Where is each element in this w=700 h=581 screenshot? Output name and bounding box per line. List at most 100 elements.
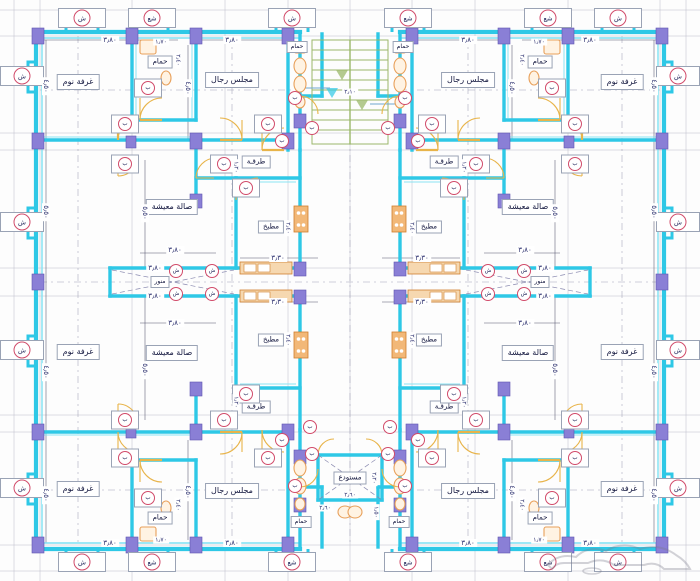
room-label: مطبخ — [415, 220, 443, 234]
window-tag[interactable]: ش — [13, 341, 31, 359]
room-label: غرفة نوم — [56, 481, 100, 497]
window-tag[interactable]: ش — [169, 264, 183, 278]
room-label: حمام — [290, 516, 312, 528]
door-tag[interactable]: ب — [425, 117, 439, 131]
door-tag[interactable]: ب — [568, 117, 582, 131]
kitchen-fixtures — [239, 205, 461, 359]
door-tag[interactable]: ب — [545, 81, 559, 95]
door-tag[interactable]: ب — [305, 447, 319, 461]
window-tag[interactable]: ش — [169, 287, 183, 301]
window-tag[interactable]: ش — [481, 287, 495, 301]
window-tag[interactable]: ش — [205, 287, 219, 301]
door-tag[interactable]: ب — [275, 134, 289, 148]
dimension-text: ٤٫٥٠ — [184, 79, 192, 97]
door-tag[interactable]: ب — [568, 157, 582, 171]
dimension-text: ٣٫٨٠ — [146, 264, 164, 272]
door-tag[interactable]: ب — [398, 479, 412, 493]
dimension-text: ٤٫٥٠ — [650, 363, 658, 381]
window-tag[interactable]: ش — [481, 264, 495, 278]
door-tag[interactable]: ب — [288, 91, 302, 105]
door-tag[interactable]: ب — [469, 157, 483, 171]
door-tag[interactable]: ب — [217, 157, 231, 171]
room-label: حمام — [147, 511, 173, 525]
dimension-text: ٣٫٨٠ — [101, 36, 119, 44]
door-tag[interactable]: ب — [425, 451, 439, 465]
dimension-text: ٤٫٥٠ — [42, 486, 50, 504]
dimension-text: ١٫٧٠ — [531, 536, 547, 544]
window-tag[interactable]: شع — [283, 553, 301, 571]
door-tag[interactable]: ب — [568, 413, 582, 427]
dimension-text: ٣٫٨٠ — [223, 539, 241, 547]
window-tag[interactable]: ش — [13, 479, 31, 497]
door-tag[interactable]: ب — [447, 387, 461, 401]
door-tag[interactable]: ب — [545, 491, 559, 505]
door-tag[interactable]: ب — [239, 387, 253, 401]
door-tag[interactable]: ب — [275, 433, 289, 447]
door-tag[interactable]: ب — [118, 413, 132, 427]
door-tag[interactable]: ب — [411, 134, 425, 148]
room-label: طرقـة — [429, 155, 459, 169]
dimension-text: ٥٫٥٠ — [141, 204, 149, 222]
window-tag[interactable]: شع — [399, 553, 417, 571]
window-tag[interactable]: ش — [669, 341, 687, 359]
room-label: طرقـة — [241, 155, 271, 169]
dimension-text: ٢٫٤٠ — [408, 220, 416, 236]
window-tag[interactable]: ش — [517, 287, 531, 301]
door-tag[interactable]: ب — [469, 413, 483, 427]
dimension-text: ٤٫٥٠ — [650, 77, 658, 95]
door-tag[interactable]: ب — [217, 413, 231, 427]
door-tag[interactable]: ب — [568, 451, 582, 465]
window-tag[interactable]: شع — [539, 9, 557, 27]
room-label: حمام — [147, 55, 173, 69]
window-tag[interactable]: ش — [73, 553, 91, 571]
window-tag[interactable]: ش — [609, 9, 627, 27]
door-tag[interactable]: ب — [141, 491, 155, 505]
door-tag[interactable]: ب — [398, 91, 412, 105]
door-tag[interactable]: ب — [447, 181, 461, 195]
door-tag[interactable]: ب — [118, 451, 132, 465]
window-tag[interactable]: ش — [517, 264, 531, 278]
room-label: مجلس رجال — [441, 483, 495, 499]
room-label: منور — [150, 276, 170, 288]
door-tag[interactable]: ب — [118, 157, 132, 171]
door-tag[interactable]: ب — [381, 447, 395, 461]
window-tag[interactable]: شع — [539, 553, 557, 571]
door-tag[interactable]: ب — [239, 181, 253, 195]
window-tag[interactable]: ش — [669, 67, 687, 85]
room-label: صالة معيشة — [145, 345, 199, 361]
dimension-text: ٣٫٨٠ — [459, 36, 477, 44]
dimension-text: ٣٫٣٠ — [413, 254, 431, 262]
door-tag[interactable]: ب — [383, 420, 397, 434]
dimension-text: ٢٫٦٠ — [317, 504, 333, 512]
room-label: صالة معيشة — [501, 345, 555, 361]
window-tag[interactable]: ش — [609, 553, 627, 571]
window-tag[interactable]: شع — [143, 553, 161, 571]
door-tag[interactable]: ب — [118, 117, 132, 131]
window-tag[interactable]: ش — [669, 213, 687, 231]
door-tag[interactable]: ب — [303, 420, 317, 434]
dimension-text: ٣٫٨٠ — [166, 246, 184, 254]
door-tag[interactable]: ب — [381, 121, 395, 135]
door-tag[interactable]: ب — [411, 433, 425, 447]
window-tag[interactable]: ش — [13, 67, 31, 85]
window-tag[interactable]: شع — [399, 9, 417, 27]
door-tag[interactable]: ب — [288, 479, 302, 493]
dimension-text: ٥٫٥٠ — [551, 204, 559, 222]
dimension-text: ١٫٢٠ — [460, 159, 468, 175]
door-tag[interactable]: ب — [305, 121, 319, 135]
door-tag[interactable]: ب — [261, 117, 275, 131]
window-tag[interactable]: ش — [669, 479, 687, 497]
door-tag[interactable]: ب — [261, 451, 275, 465]
room-label: منور — [530, 276, 550, 288]
window-tag[interactable]: ش — [283, 9, 301, 27]
dimension-text: ٢٫٤٠ — [518, 497, 526, 513]
window-tag[interactable]: ش — [13, 213, 31, 231]
dimension-text: ٤٫٥٠ — [42, 77, 50, 95]
dimension-text: ١٫٧٠ — [153, 536, 169, 544]
window-tag[interactable]: شع — [143, 9, 161, 27]
door-tag[interactable]: ب — [141, 81, 155, 95]
dimension-text: ٣٫٨٠ — [581, 36, 599, 44]
room-label: حمام — [286, 41, 308, 53]
window-tag[interactable]: ش — [73, 9, 91, 27]
window-tag[interactable]: ش — [205, 264, 219, 278]
